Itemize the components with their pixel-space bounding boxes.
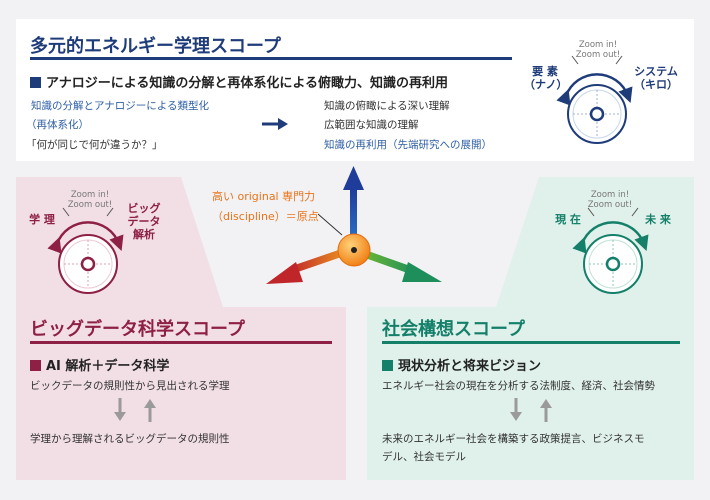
zoom-dial-icon — [556, 55, 633, 144]
social-line-2: 未来のエネルギー社会を構築する政策提言、ビジネスモ — [382, 433, 645, 445]
bigdata-scope-title: ビッグデータ科学スコープ — [30, 319, 245, 340]
axis-arrow-left-head — [266, 262, 303, 284]
top-subhead: アナロジーによる知識の分解と再体系化による俯瞰力、知識の再利用 — [30, 72, 448, 91]
bigdata-line-2: 学理から理解されるビッグデータの規則性 — [30, 433, 230, 445]
axis-arrow-up-head — [343, 166, 364, 190]
origin-label-line-2: （discipline）＝原点 — [212, 210, 319, 223]
bullet-square — [30, 360, 41, 371]
up-down-arrows-icon — [510, 398, 552, 422]
top-right-line-2: 広範囲な知識の理解 — [324, 119, 419, 131]
social-subhead: 現状分析と将来ビジョン — [382, 355, 541, 374]
social-dial-right-label: 未 来 — [645, 213, 671, 226]
bigdata-title-underline — [30, 341, 332, 344]
top-scope-title: 多元的エネルギー学理スコープ — [30, 36, 281, 57]
top-right-line-3: 知識の再利用（先端研究への展開） — [324, 139, 492, 151]
up-down-arrows-icon — [114, 398, 156, 422]
top-right-line-1: 知識の俯瞰による深い理解 — [324, 100, 450, 112]
top-dial-left-label: 要 素（ナノ） — [524, 65, 568, 91]
right-arrow-icon — [262, 118, 288, 130]
axis-arrow-up — [350, 188, 357, 240]
bigdata-dial-left-label: 学 理 — [29, 213, 55, 226]
social-scope-title: 社会構想スコープ — [382, 319, 525, 340]
bigdata-line-1: ビックデータの規則性から見出される学理 — [30, 380, 230, 392]
origin-axes-icon — [266, 166, 442, 284]
top-dial-right-label: システム（キロ） — [634, 65, 678, 91]
bullet-square — [30, 77, 41, 88]
origin-label-line-1: 高い original 専門力 — [212, 190, 316, 203]
bigdata-subhead: AI 解析＋データ科学 — [30, 355, 169, 374]
zoom-dial-icon — [47, 207, 124, 294]
bigdata-dial-right-label: ビッグデータ解析 — [127, 202, 161, 241]
social-line-1: エネルギー社会の現在を分析する法制度、経済、社会情勢 — [382, 380, 655, 392]
social-dial-left-label: 現 在 — [555, 213, 581, 226]
social-line-3: デル、社会モデル — [382, 451, 466, 463]
social-dial-zoom-text: Zoom in!Zoom out! — [587, 190, 633, 210]
top-left-line-1: 知識の分解とアナロジーによる類型化 — [31, 100, 209, 112]
social-title-underline — [382, 341, 680, 344]
top-dial-zoom-text: Zoom in!Zoom out! — [575, 40, 621, 60]
axis-arrow-right-head — [402, 262, 442, 282]
top-left-line-2: （再体系化） — [26, 119, 89, 131]
bullet-square — [382, 360, 393, 371]
zoom-dial-icon — [572, 207, 649, 294]
top-left-line-3: 「何が同じで何が違うか？」 — [26, 139, 163, 151]
top-title-underline — [30, 57, 512, 60]
bigdata-dial-zoom-text: Zoom in!Zoom out! — [67, 190, 113, 210]
axis-arrow-left — [289, 246, 353, 274]
